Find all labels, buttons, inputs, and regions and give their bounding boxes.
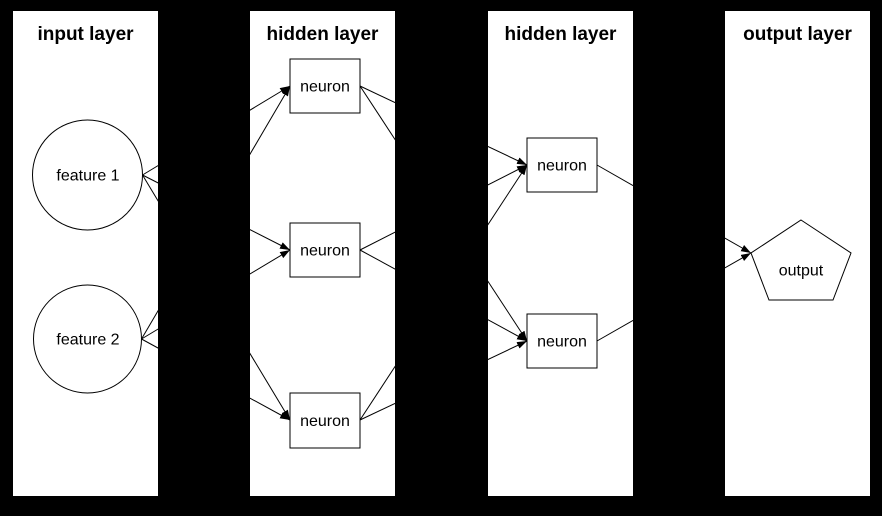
node-output-pentagon — [750, 219, 852, 301]
node-label-neuron-1-2: neuron — [300, 243, 350, 260]
node-neuron-1-1 — [289, 58, 361, 114]
node-label-neuron-1-1: neuron — [300, 79, 350, 96]
node-feature-1 — [32, 119, 143, 231]
layer-title-hidden-1: hidden layer — [267, 24, 380, 45]
node-label-feature-1: feature 1 — [56, 168, 119, 185]
node-neuron-1-3 — [289, 392, 361, 449]
panel-input-layer — [13, 11, 158, 496]
node-label-neuron-2-2: neuron — [537, 334, 587, 351]
node-neuron-1-2 — [289, 222, 361, 278]
node-label-neuron-1-3: neuron — [300, 413, 350, 430]
node-label-feature-2: feature 2 — [56, 332, 119, 349]
node-labels: feature 1 feature 2 neuron neuron neuron… — [56, 79, 823, 431]
node-neuron-2-2 — [526, 313, 598, 369]
panel-hidden-layer-2 — [488, 11, 633, 496]
node-neuron-2-1 — [526, 137, 598, 193]
layer-title-output: output layer — [743, 24, 852, 45]
node-label-neuron-2-1: neuron — [537, 158, 587, 175]
layer-titles: input layer hidden layer hidden layer ou… — [37, 24, 852, 45]
node-feature-2 — [33, 284, 142, 394]
nodes — [32, 58, 852, 449]
node-label-output: output — [779, 263, 824, 280]
layer-title-input: input layer — [37, 24, 134, 45]
layer-title-hidden-2: hidden layer — [505, 24, 618, 45]
